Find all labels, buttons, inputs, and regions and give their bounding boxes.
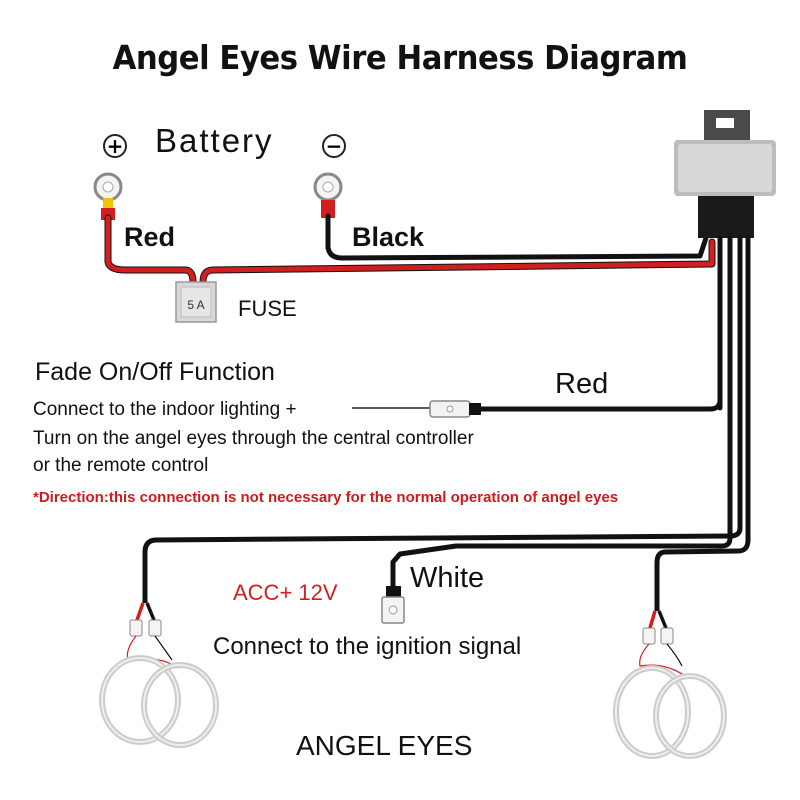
- fade-function-heading: Fade On/Off Function: [35, 358, 275, 386]
- relay-output-wires: [142, 235, 751, 607]
- black-wire-label: Black: [352, 222, 425, 252]
- fade-connection: [352, 397, 723, 418]
- ignition-label: Connect to the ignition signal: [213, 633, 522, 660]
- fade-instruction-1: Connect to the indoor lighting +: [33, 399, 297, 420]
- battery-negative-symbol: −: [322, 134, 346, 158]
- acc-connector: [381, 586, 405, 624]
- fuse: 5 A: [175, 281, 217, 323]
- fuse-label: FUSE: [238, 296, 297, 321]
- negative-ring-terminal: [313, 172, 343, 218]
- left-angel-eye: [99, 596, 219, 748]
- page-title: Angel Eyes Wire Harness Diagram: [112, 38, 688, 77]
- battery-label: Battery: [155, 122, 274, 159]
- fade-instruction-3: or the remote control: [33, 455, 209, 476]
- red-wire-label: Red: [124, 222, 176, 252]
- battery-positive-symbol: +: [103, 134, 127, 158]
- svg-text:+: +: [107, 134, 124, 158]
- positive-ring-terminal: [93, 172, 123, 220]
- right-angel-eye: [613, 604, 727, 759]
- red-battery-wire: [104, 214, 716, 286]
- black-battery-wire: [325, 213, 709, 261]
- direction-note: *Direction:this connection is not necess…: [33, 489, 619, 506]
- relay: [674, 110, 776, 238]
- fuse-rating: 5 A: [187, 298, 204, 312]
- red-fade-wire-label: Red: [555, 368, 609, 400]
- svg-text:−: −: [326, 134, 343, 158]
- white-wire-label: White: [410, 562, 485, 594]
- fade-instruction-2: Turn on the angel eyes through the centr…: [33, 428, 474, 449]
- angel-eyes-label: ANGEL EYES: [296, 730, 473, 761]
- acc-label: ACC+ 12V: [233, 580, 338, 605]
